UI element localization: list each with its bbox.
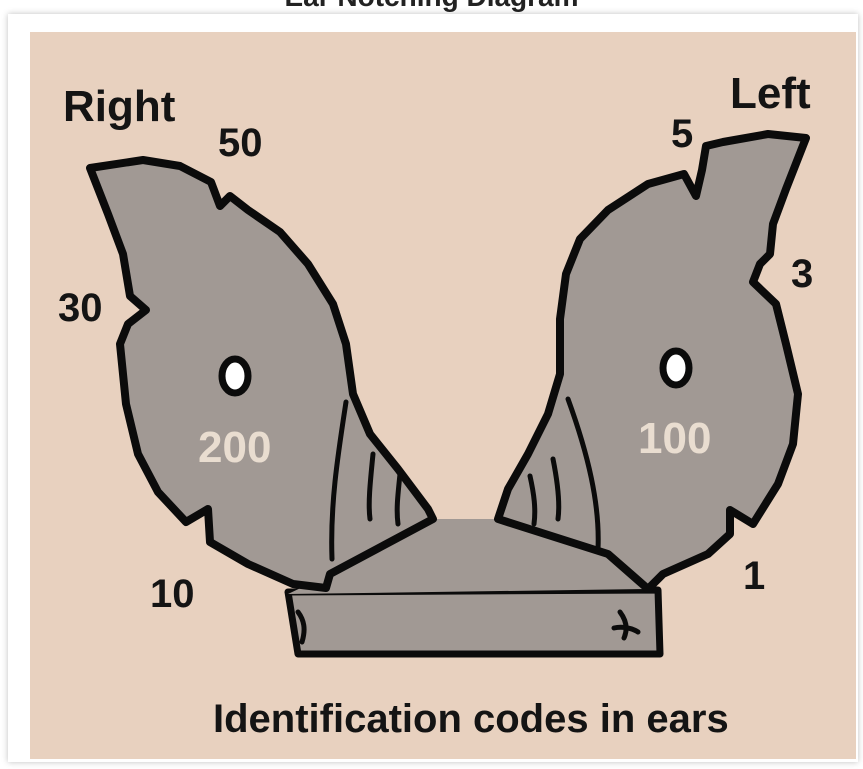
diagram-caption: Identification codes in ears — [213, 697, 729, 741]
notch-code-left-side: 3 — [791, 252, 813, 296]
hole-code-right: 200 — [198, 423, 271, 472]
figure-frame: Right Left 50 30 10 5 3 1 200 100 Identi… — [8, 14, 858, 762]
notch-code-left-top: 5 — [671, 112, 693, 156]
notch-code-right-top: 50 — [218, 121, 263, 165]
notch-code-right-side: 30 — [58, 286, 103, 330]
head-shape — [288, 590, 660, 654]
fold-line — [397, 474, 400, 524]
left-ear-label: Left — [730, 69, 811, 118]
right-ear-label: Right — [63, 82, 176, 131]
right-ear-hole — [222, 359, 248, 393]
ear-notch-diagram: Right Left 50 30 10 5 3 1 200 100 Identi… — [8, 14, 858, 762]
hole-code-left: 100 — [638, 414, 711, 463]
notch-code-right-bottom: 10 — [150, 572, 195, 616]
notch-code-left-bottom: 1 — [743, 554, 765, 598]
cropped-title: Ear Notching Diagram — [0, 0, 863, 14]
left-ear-hole — [663, 351, 689, 385]
